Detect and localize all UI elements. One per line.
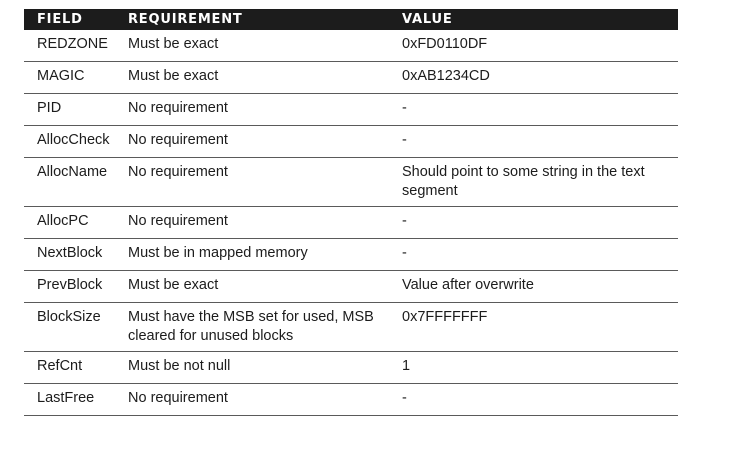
header-value: VALUE (389, 9, 678, 30)
cell-value: - (389, 206, 678, 239)
table-row: LastFree No requirement - (24, 383, 678, 416)
cell-requirement: Must be exact (115, 270, 389, 303)
cell-requirement: No requirement (115, 125, 389, 158)
field-requirements-table: FIELD REQUIREMENT VALUE REDZONE Must be … (24, 9, 678, 416)
cell-requirement: No requirement (115, 157, 389, 207)
table-body: REDZONE Must be exact 0xFD0110DF MAGIC M… (24, 30, 678, 416)
table-row: BlockSize Must have the MSB set for used… (24, 302, 678, 352)
header-row: FIELD REQUIREMENT VALUE (24, 9, 678, 30)
table-row: PID No requirement - (24, 93, 678, 126)
cell-value: - (389, 238, 678, 271)
header-requirement: REQUIREMENT (115, 9, 389, 30)
cell-field: AllocPC (24, 206, 115, 239)
table-row: AllocPC No requirement - (24, 206, 678, 239)
cell-value: Should point to some string in the text … (389, 157, 678, 207)
cell-value: 0xFD0110DF (389, 30, 678, 62)
cell-requirement: Must be exact (115, 30, 389, 62)
cell-value: - (389, 93, 678, 126)
cell-field: BlockSize (24, 302, 115, 352)
cell-field: NextBlock (24, 238, 115, 271)
table-row: AllocCheck No requirement - (24, 125, 678, 158)
table-row: MAGIC Must be exact 0xAB1234CD (24, 61, 678, 94)
cell-field: REDZONE (24, 30, 115, 62)
cell-requirement: Must be in mapped memory (115, 238, 389, 271)
cell-value: 1 (389, 351, 678, 384)
header-field: FIELD (24, 9, 115, 30)
cell-field: LastFree (24, 383, 115, 416)
cell-value: 0xAB1234CD (389, 61, 678, 94)
cell-field: MAGIC (24, 61, 115, 94)
table-row: RefCnt Must be not null 1 (24, 351, 678, 384)
cell-requirement: Must be not null (115, 351, 389, 384)
cell-requirement: No requirement (115, 206, 389, 239)
table-row: AllocName No requirement Should point to… (24, 157, 678, 207)
cell-field: PrevBlock (24, 270, 115, 303)
table-header: FIELD REQUIREMENT VALUE (24, 9, 678, 30)
cell-requirement: Must have the MSB set for used, MSB clea… (115, 302, 389, 352)
table-row: REDZONE Must be exact 0xFD0110DF (24, 30, 678, 62)
table-row: PrevBlock Must be exact Value after over… (24, 270, 678, 303)
cell-field: RefCnt (24, 351, 115, 384)
cell-requirement: Must be exact (115, 61, 389, 94)
table-row: NextBlock Must be in mapped memory - (24, 238, 678, 271)
cell-field: PID (24, 93, 115, 126)
cell-field: AllocName (24, 157, 115, 207)
cell-requirement: No requirement (115, 93, 389, 126)
cell-field: AllocCheck (24, 125, 115, 158)
cell-value: - (389, 383, 678, 416)
cell-requirement: No requirement (115, 383, 389, 416)
cell-value: - (389, 125, 678, 158)
cell-value: Value after overwrite (389, 270, 678, 303)
cell-value: 0x7FFFFFFF (389, 302, 678, 352)
